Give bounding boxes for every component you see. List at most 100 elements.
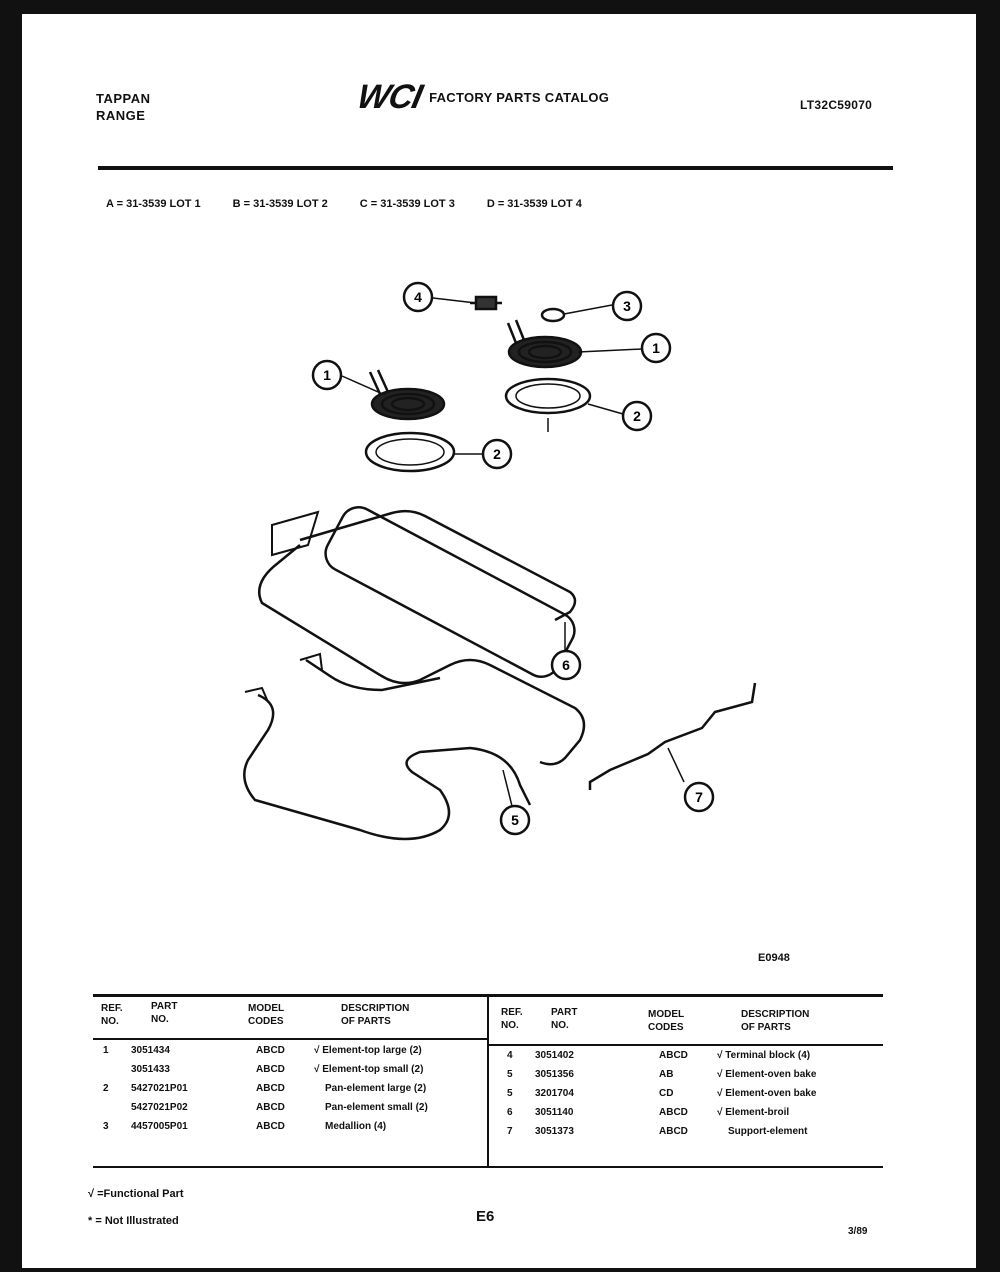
ref-cell: 7	[507, 1126, 513, 1137]
scan-border-top	[0, 0, 1000, 14]
col-header-model: MODEL CODES	[248, 1003, 285, 1027]
callout-3: 3	[611, 290, 643, 322]
col-header-ref-right: REF. NO.	[501, 1007, 523, 1031]
lot-a: A = 31-3539 LOT 1	[106, 198, 201, 210]
codes-cell: ABCD	[256, 1064, 285, 1075]
surface-element-left	[368, 369, 446, 421]
callout-4-label: 4	[414, 289, 422, 305]
col-header-description-right: DESCRIPTION OF PARTS	[741, 1009, 810, 1033]
table-divider	[487, 994, 489, 1166]
part-cell: 3051356	[535, 1069, 574, 1080]
callout-1-left-label: 1	[323, 367, 331, 383]
ref-cell	[103, 1064, 131, 1075]
codes-cell: ABCD	[659, 1107, 688, 1118]
callout-1-right: 1	[640, 332, 672, 364]
brand-block: TAPPAN RANGE	[96, 90, 151, 124]
lot-legend: A = 31-3539 LOT 1 B = 31-3539 LOT 2 C = …	[106, 198, 582, 210]
part-cell: 3051402	[535, 1050, 574, 1061]
page-number: E6	[476, 1208, 495, 1225]
catalog-heading: WCI FACTORY PARTS CATALOG	[354, 78, 610, 116]
callout-7-label: 7	[695, 789, 703, 805]
ref-cell: 5	[507, 1069, 513, 1080]
part-cell: 4457005P01	[131, 1121, 188, 1132]
col-header-model-right: MODEL CODES	[648, 1009, 685, 1033]
part-cell: 5427021P02	[131, 1102, 188, 1113]
callout-6-label: 6	[562, 657, 570, 673]
ref-cell: 6	[507, 1107, 513, 1118]
functional-part-note: √ =Functional Part	[88, 1188, 184, 1200]
part-cell: 3051373	[535, 1126, 574, 1137]
table-row: 3051433 ABCD √ Element-top small (2)	[103, 1064, 423, 1075]
codes-cell: ABCD	[659, 1050, 688, 1061]
catalog-title: FACTORY PARTS CATALOG	[429, 89, 610, 105]
desc-cell: Support-element	[728, 1126, 808, 1137]
codes-cell: ABCD	[256, 1045, 285, 1056]
table-row: 1 3051434 ABCD √ Element-top large (2)	[103, 1045, 422, 1056]
scan-border-left	[0, 0, 22, 1272]
table-row: 3 4457005P01 ABCD Medallion (4)	[103, 1121, 386, 1132]
part-cell: 3051433	[131, 1064, 170, 1075]
table-row: 2 5427021P01 ABCD Pan-element large (2)	[103, 1083, 426, 1094]
table-header-rule-left	[93, 1038, 487, 1040]
drip-pan-right	[504, 377, 592, 432]
lot-d: D = 31-3539 LOT 4	[486, 198, 582, 210]
desc-cell: √ Element-top small (2)	[314, 1064, 424, 1075]
desc-cell: Pan-element small (2)	[325, 1102, 428, 1113]
ref-cell: 5	[507, 1088, 513, 1099]
desc-cell: √ Terminal block (4)	[717, 1050, 811, 1061]
model-number: LT32C59070	[800, 98, 873, 112]
ref-cell: 3	[103, 1121, 109, 1132]
desc-cell: Pan-element large (2)	[325, 1083, 427, 1094]
part-cell: 5427021P01	[131, 1083, 188, 1094]
callout-1-right-label: 1	[652, 340, 660, 356]
codes-cell: ABCD	[659, 1126, 688, 1137]
not-illustrated-note: * = Not Illustrated	[88, 1215, 179, 1227]
ref-cell: 2	[103, 1083, 109, 1094]
table-bottom-rule	[93, 1166, 883, 1168]
codes-cell: ABCD	[256, 1102, 285, 1113]
col-header-part: PART NO.	[151, 1001, 178, 1025]
callout-circles: 4 3 1 1 2 2 6 7 5	[311, 281, 715, 836]
codes-cell: AB	[659, 1069, 674, 1080]
codes-cell: ABCD	[256, 1083, 285, 1094]
callout-2-left-label: 2	[493, 446, 501, 462]
callout-4: 4	[402, 281, 434, 313]
callout-7: 7	[683, 781, 715, 813]
part-cell: 3201704	[535, 1088, 574, 1099]
ref-cell	[103, 1102, 131, 1113]
col-header-ref: REF. NO.	[101, 1003, 123, 1027]
exploded-parts-diagram: 4 3 1 1 2 2 6 7 5	[243, 281, 757, 841]
desc-cell: √ Element-top large (2)	[314, 1045, 422, 1056]
catalog-date: 3/89	[848, 1226, 868, 1237]
header-rule	[98, 166, 893, 170]
medallion	[540, 307, 566, 323]
table-row: 6 3051140 ABCD √ Element-broil	[507, 1107, 789, 1118]
col-header-description: DESCRIPTION OF PARTS	[341, 1003, 410, 1027]
broil-element	[258, 506, 586, 766]
table-row: 7 3051373 ABCD Support-element	[507, 1126, 807, 1137]
parts-table: REF. NO. PART NO. MODEL CODES DESCRIPTIO…	[93, 994, 883, 1170]
lot-c: C = 31-3539 LOT 3	[359, 198, 455, 210]
callout-1-left: 1	[311, 359, 343, 391]
surface-element-right	[506, 319, 583, 369]
figure-code: E0948	[758, 952, 790, 964]
ref-cell: 4	[507, 1050, 513, 1061]
desc-cell: √ Element-oven bake	[717, 1088, 817, 1099]
codes-cell: ABCD	[256, 1121, 285, 1132]
desc-cell: √ Element-broil	[717, 1107, 790, 1118]
ref-cell: 1	[103, 1045, 109, 1056]
terminal-block	[470, 295, 502, 311]
scan-border-bottom	[0, 1268, 1000, 1272]
bake-element	[243, 652, 532, 841]
drip-pan-left	[364, 431, 456, 473]
desc-cell: √ Element-oven bake	[717, 1069, 817, 1080]
table-header-rule-right	[489, 1044, 883, 1046]
table-row: 5427021P02 ABCD Pan-element small (2)	[103, 1102, 428, 1113]
callout-2-right: 2	[621, 400, 653, 432]
brand-line-1: TAPPAN	[96, 91, 151, 106]
part-cell: 3051434	[131, 1045, 170, 1056]
scan-border-right	[976, 0, 1000, 1272]
codes-cell: CD	[659, 1088, 674, 1099]
col-header-part-right: PART NO.	[551, 1007, 578, 1031]
